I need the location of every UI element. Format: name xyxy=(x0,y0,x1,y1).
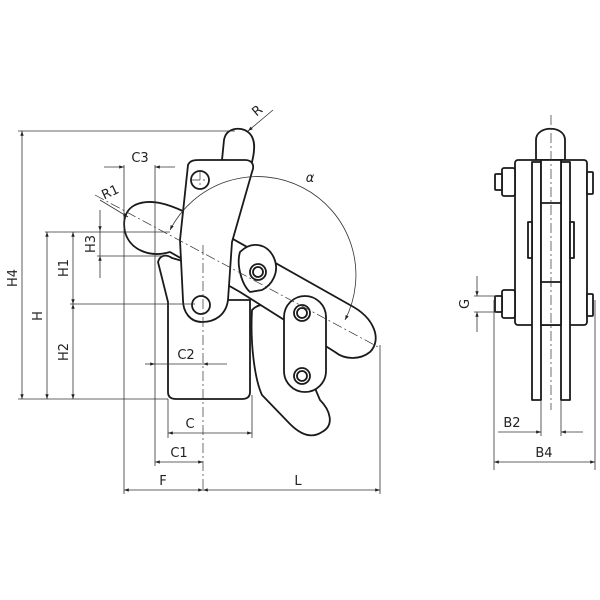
nut-bottom-left xyxy=(501,289,516,319)
dim-label-c: C xyxy=(185,417,194,432)
dim-label-r: R xyxy=(249,103,266,120)
dim-label-f: F xyxy=(159,474,166,489)
side-plate-left xyxy=(531,161,542,401)
upper-arm xyxy=(179,159,255,323)
nut-top-left xyxy=(501,167,516,197)
top-knob xyxy=(221,127,256,163)
dim-label-h1: H1 xyxy=(57,259,72,277)
dim-label-r1: R1 xyxy=(100,182,122,203)
dim-label-h: H xyxy=(31,311,46,321)
side-view: G B2 B4 xyxy=(458,115,596,470)
dim-label-g: G xyxy=(458,299,473,309)
dim-label-h4: H4 xyxy=(6,269,21,287)
dim-label-c2: C2 xyxy=(177,348,194,363)
dim-label-c1: C1 xyxy=(170,446,187,461)
dim-label-alpha: α xyxy=(306,171,315,186)
dim-label-b4: B4 xyxy=(535,446,552,461)
dim-label-c3: C3 xyxy=(131,151,148,166)
dim-label-h2: H2 xyxy=(57,343,72,361)
dim-label-h3: H3 xyxy=(84,235,99,253)
stud-top-right xyxy=(586,171,594,195)
stud-bottom-right xyxy=(586,293,594,317)
front-view: H4 H H1 H2 H3 C3 C2 C C1 F L R R1 α xyxy=(6,103,381,494)
dim-label-l: L xyxy=(294,474,302,489)
arm-hole-bottom xyxy=(191,295,211,315)
side-top-knob xyxy=(535,127,566,161)
side-plate-right xyxy=(560,161,571,401)
dim-label-b2: B2 xyxy=(503,416,520,431)
